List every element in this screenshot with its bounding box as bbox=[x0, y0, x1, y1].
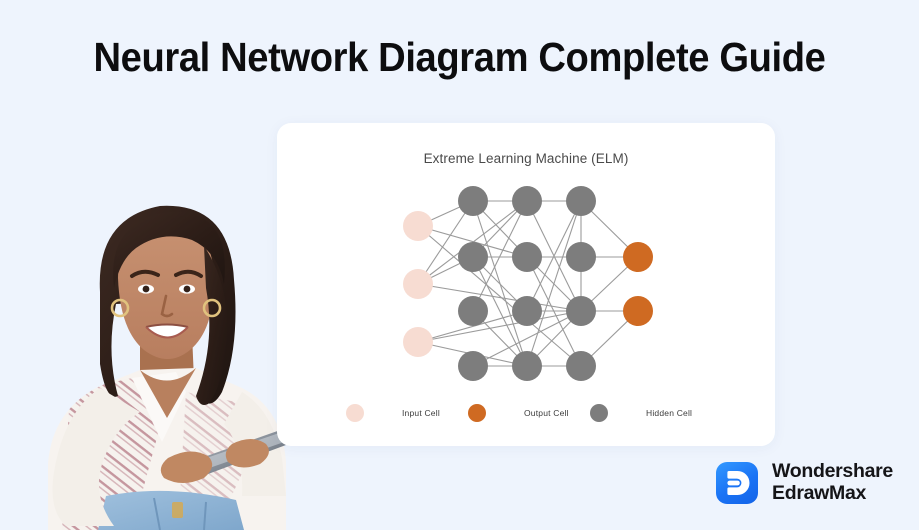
legend-dot-input-cell bbox=[346, 404, 364, 422]
edge bbox=[472, 200, 528, 312]
input-cell-node[interactable] bbox=[403, 269, 433, 299]
brand-text: Wondershare EdrawMax bbox=[772, 460, 893, 505]
hidden-cell-node[interactable] bbox=[458, 186, 488, 216]
brand-line-edrawmax: EdrawMax bbox=[772, 481, 867, 504]
edges-group bbox=[417, 200, 639, 367]
legend-item-hidden-cell: Hidden Cell bbox=[590, 400, 692, 426]
legend-item-output-cell: Output Cell bbox=[468, 400, 569, 426]
hidden-cell-node[interactable] bbox=[566, 186, 596, 216]
diagram-card: Extreme Learning Machine (ELM) Input Cel… bbox=[277, 123, 775, 446]
edge bbox=[417, 225, 528, 258]
legend-label-input-cell: Input Cell bbox=[402, 408, 440, 418]
legend-label-hidden-cell: Hidden Cell bbox=[646, 408, 693, 418]
hidden-cell-node[interactable] bbox=[512, 186, 542, 216]
input-cell-node[interactable] bbox=[403, 211, 433, 241]
legend-item-input-cell: Input Cell bbox=[346, 400, 440, 426]
hidden-cell-node[interactable] bbox=[512, 242, 542, 272]
hidden-cell-node[interactable] bbox=[512, 351, 542, 381]
edraw-glyph-icon bbox=[727, 470, 750, 495]
edge bbox=[417, 310, 528, 343]
output-cell-node[interactable] bbox=[623, 296, 653, 326]
neural-network-diagram bbox=[403, 186, 653, 381]
edge bbox=[526, 200, 582, 312]
legend-dot-hidden-cell bbox=[590, 404, 608, 422]
hidden-cell-node[interactable] bbox=[566, 242, 596, 272]
brand-line-wondershare: Wondershare bbox=[772, 460, 893, 482]
person-illustration bbox=[48, 205, 294, 530]
legend-dot-output-cell bbox=[468, 404, 486, 422]
brand-logo: Wondershare EdrawMax bbox=[716, 460, 893, 505]
edge bbox=[417, 225, 582, 367]
hidden-cell-node[interactable] bbox=[566, 351, 596, 381]
edge bbox=[417, 200, 474, 285]
hidden-cell-node[interactable] bbox=[458, 351, 488, 381]
edge bbox=[472, 256, 528, 367]
output-cell-node[interactable] bbox=[623, 242, 653, 272]
hidden-cell-node[interactable] bbox=[566, 296, 596, 326]
hidden-cell-node[interactable] bbox=[458, 296, 488, 326]
hidden-cell-node[interactable] bbox=[458, 242, 488, 272]
legend: Input Cell Output Cell Hidden Cell bbox=[277, 400, 775, 430]
input-cell-node[interactable] bbox=[403, 327, 433, 357]
nodes-group bbox=[403, 186, 653, 381]
page-title: Neural Network Diagram Complete Guide bbox=[93, 34, 826, 80]
legend-label-output-cell: Output Cell bbox=[524, 408, 569, 418]
hidden-cell-node[interactable] bbox=[512, 296, 542, 326]
edge bbox=[472, 310, 582, 367]
edge bbox=[526, 200, 582, 367]
diagram-title: Extreme Learning Machine (ELM) bbox=[423, 151, 629, 166]
edge bbox=[417, 283, 582, 312]
edge bbox=[417, 310, 582, 343]
edrawmax-logo-icon bbox=[716, 461, 758, 504]
person-photo bbox=[36, 196, 296, 530]
